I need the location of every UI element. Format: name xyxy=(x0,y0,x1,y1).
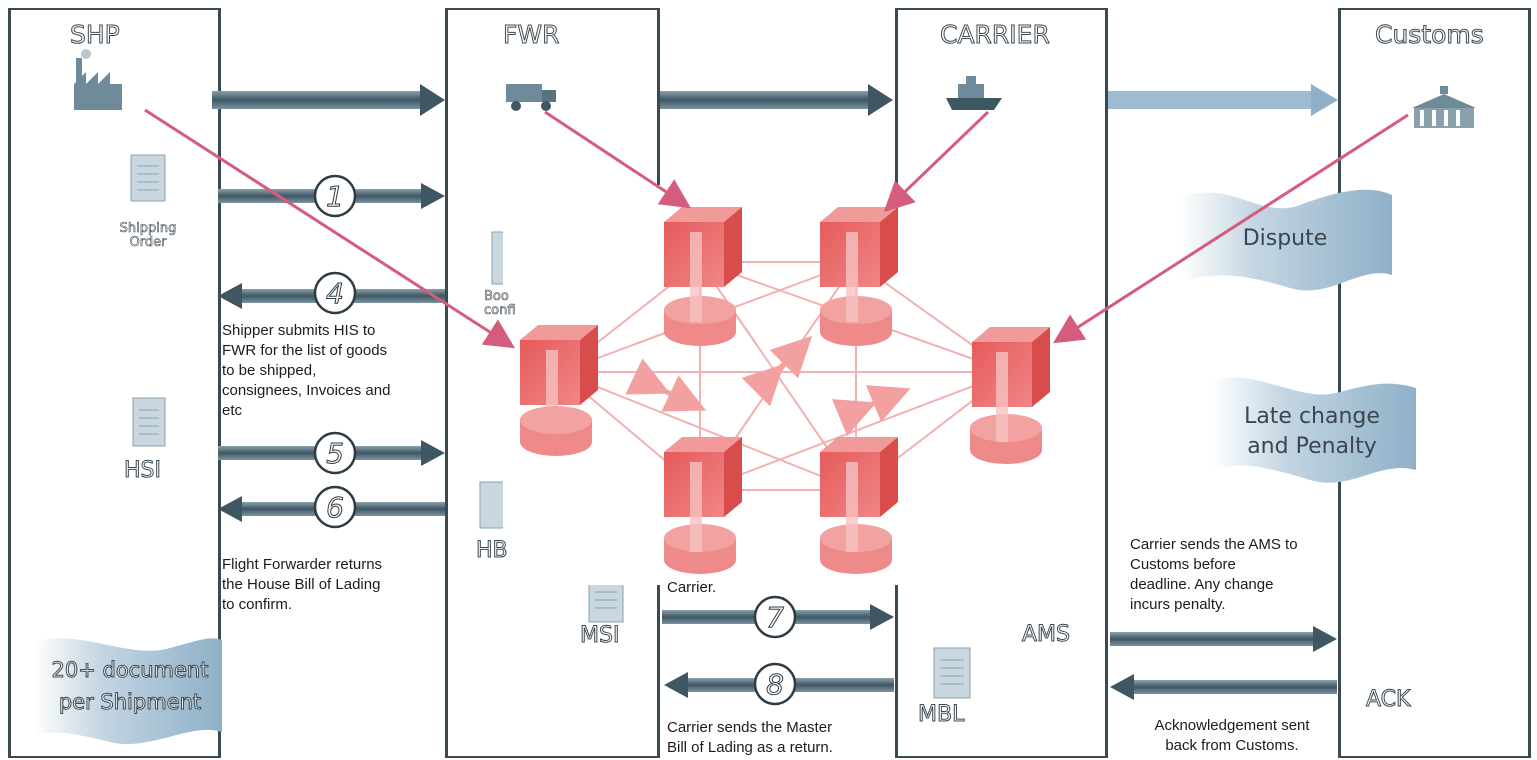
ams-line1: Carrier sends the AMS to xyxy=(1130,536,1298,553)
hbl-document-icon xyxy=(479,481,507,529)
ledger-node-left xyxy=(520,325,598,456)
step-number-5: 5 xyxy=(326,437,345,471)
hbl-line2: the House Bill of Lading xyxy=(222,576,381,593)
flow-arrow-shp-fwr xyxy=(212,84,445,116)
step-number-1: 1 xyxy=(326,180,345,214)
ship-icon xyxy=(946,76,1002,110)
ledger-node-top-left xyxy=(664,207,742,346)
his-line4: consignees, Invoices and xyxy=(222,382,391,399)
step-number-7: 7 xyxy=(766,601,785,635)
ledger-node-right xyxy=(970,327,1050,464)
ams-send-description: Carrier sends the AMS to Customs before … xyxy=(1130,535,1298,615)
shipping-order-line2: Order xyxy=(129,235,167,250)
booking-line1: Boo xyxy=(484,289,509,304)
doc-count-banner xyxy=(34,638,222,745)
his-line5: etc xyxy=(222,402,243,419)
doc-count-text: 20+ document per Shipment xyxy=(38,654,222,718)
factory-icon xyxy=(74,49,122,110)
ams-line2: Customs before xyxy=(1130,556,1236,573)
party-pointers xyxy=(144,108,1409,349)
shipping-order-line1: Shipping xyxy=(119,221,177,236)
step-arrow-ack xyxy=(1110,674,1337,700)
ack-sent-description: Acknowledgement sent back from Customs. xyxy=(1132,716,1332,756)
dispute-text: Dispute xyxy=(1242,226,1328,251)
customs-building-icon xyxy=(1412,86,1476,128)
lane-shp xyxy=(8,8,221,758)
step-circle-4 xyxy=(313,271,357,315)
carrier-partial-description: Carrier. xyxy=(667,579,717,596)
mbl-label: MBL xyxy=(917,702,965,728)
ams-label: AMS xyxy=(1022,622,1071,648)
step-arrow-ams xyxy=(1110,626,1337,652)
step-circle-1 xyxy=(313,174,357,218)
master-bl-description: Carrier sends the Master Bill of Lading … xyxy=(667,718,833,758)
hsi-document-icon xyxy=(132,397,166,447)
master-bl-line2: Bill of Lading as a return. xyxy=(667,739,833,756)
step-number-8: 8 xyxy=(766,668,785,702)
lane-title-carrier: CARRIER xyxy=(940,20,1051,50)
ledger-node-bottom-left xyxy=(664,437,742,574)
late-change-line2: and Penalty xyxy=(1247,434,1377,459)
ledger-node-top-right xyxy=(820,207,898,346)
his-line3: to be shipped, xyxy=(222,362,317,379)
his-line1: Shipper submits HIS to xyxy=(222,322,376,339)
his-submit-description: Shipper submits HIS to FWR for the list … xyxy=(222,321,390,421)
ack-line1: Acknowledgement sent xyxy=(1154,717,1310,734)
hsi-label: HSI xyxy=(124,458,162,484)
step-circle-8 xyxy=(753,662,797,706)
master-bl-line1: Carrier sends the Master xyxy=(667,719,833,736)
network-links xyxy=(559,261,1011,491)
lane-customs xyxy=(1338,8,1531,758)
shipping-order-document-icon xyxy=(130,154,166,202)
mbl-document-icon xyxy=(933,647,971,699)
dispute-banner xyxy=(1180,189,1392,291)
hbl-line3: to confirm. xyxy=(222,596,293,613)
late-change-line1: Late change xyxy=(1244,404,1380,429)
step-circle-6 xyxy=(313,485,357,529)
step-circle-7 xyxy=(753,595,797,639)
msi-label: MSI xyxy=(579,623,620,649)
hbl-return-description: Flight Forwarder returns the House Bill … xyxy=(222,555,382,615)
lane-title-customs: Customs xyxy=(1375,20,1485,50)
hbl-line1: Flight Forwarder returns xyxy=(222,556,383,573)
msi-document-icon xyxy=(588,581,624,623)
shipping-order-label: Shipping Order xyxy=(116,221,180,250)
step-number-4: 4 xyxy=(326,277,345,311)
doc-count-line2: per Shipment xyxy=(58,690,202,715)
booking-line2: confi xyxy=(484,303,516,318)
truck-icon xyxy=(506,84,556,111)
late-change-text: Late change and Penalty xyxy=(1222,402,1402,462)
his-line2: FWR for the list of goods xyxy=(222,342,388,359)
ack-label: ACK xyxy=(1365,687,1411,713)
hbl-label: HB xyxy=(476,538,509,564)
ledger-node-bottom-right xyxy=(820,437,898,574)
ams-line4: incurs penalty. xyxy=(1130,596,1226,613)
lane-title-fwr: FWR xyxy=(502,20,560,50)
flow-arrow-carrier-customs xyxy=(1108,84,1338,116)
booking-confirmation-label: Boo confi xyxy=(484,289,516,318)
ams-line3: deadline. Any change xyxy=(1130,576,1274,593)
exchange-arrows xyxy=(625,335,911,437)
lane-title-shp: SHP xyxy=(70,20,121,50)
doc-count-line1: 20+ document xyxy=(51,658,209,683)
flow-arrow-fwr-carrier xyxy=(660,84,893,116)
late-change-banner xyxy=(1212,377,1416,483)
step-number-6: 6 xyxy=(326,491,345,525)
step-circle-5 xyxy=(313,431,357,475)
ack-line2: back from Customs. xyxy=(1165,737,1299,754)
